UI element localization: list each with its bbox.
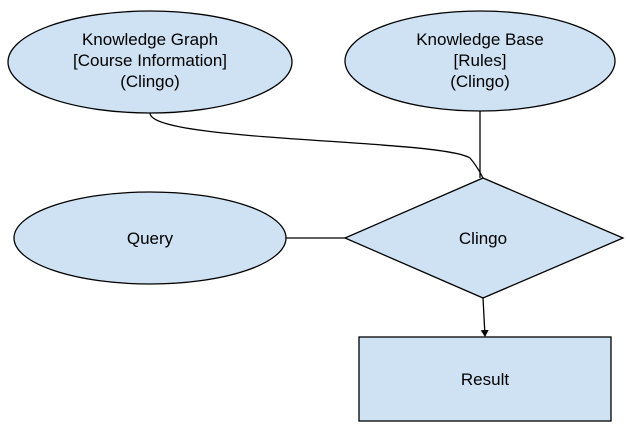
node-clingo: Clingo bbox=[343, 177, 625, 299]
edge-clingo-to-result bbox=[480, 297, 489, 337]
node-query-label: Query bbox=[127, 229, 174, 248]
node-knowledge-base-line-1: Knowledge Base bbox=[416, 30, 544, 49]
node-clingo-label: Clingo bbox=[459, 229, 507, 248]
node-knowledge-graph: Knowledge Graph [Course Information] (Cl… bbox=[7, 10, 293, 114]
node-knowledge-graph-line-1: Knowledge Graph bbox=[82, 30, 218, 49]
node-query: Query bbox=[13, 191, 287, 285]
node-knowledge-graph-line-2: [Course Information] bbox=[73, 51, 227, 70]
node-knowledge-graph-line-3: (Clingo) bbox=[120, 72, 180, 91]
node-result: Result bbox=[358, 336, 612, 422]
edge-knowledge-graph-to-clingo bbox=[149, 112, 484, 179]
node-result-label: Result bbox=[461, 370, 509, 389]
node-knowledge-base-line-3: (Clingo) bbox=[450, 72, 510, 91]
node-knowledge-base: Knowledge Base [Rules] (Clingo) bbox=[344, 10, 616, 112]
node-knowledge-base-line-2: [Rules] bbox=[454, 51, 507, 70]
